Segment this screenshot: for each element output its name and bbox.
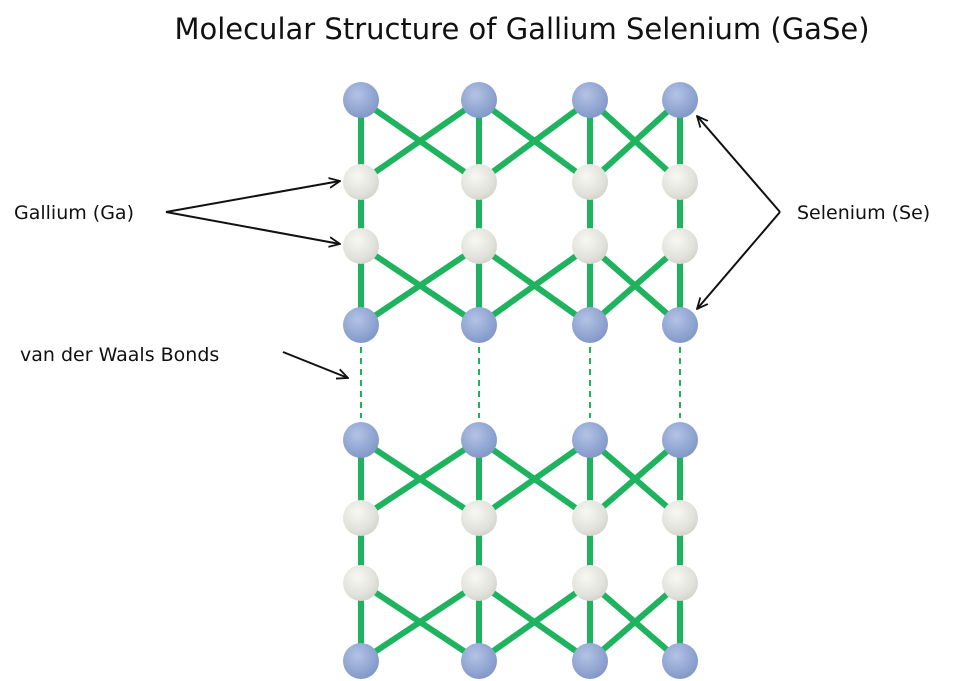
gallium-atom (343, 228, 379, 264)
selenium-arrow (697, 211, 781, 309)
bond-line (358, 580, 482, 664)
selenium-atom (461, 422, 497, 458)
selenium-atom (343, 82, 379, 118)
gallium-atom (662, 228, 698, 264)
selenium-atom (572, 307, 608, 343)
selenium-atom (343, 307, 379, 343)
page-title: Molecular Structure of Gallium Selenium … (174, 12, 870, 46)
bond-line (358, 97, 482, 185)
gallium-atom (572, 565, 608, 601)
bond-group (358, 97, 683, 664)
selenium-atom (343, 422, 379, 458)
atom-group (343, 82, 698, 679)
selenium-label: Selenium (Se) (797, 202, 931, 224)
selenium-atom (572, 422, 608, 458)
gallium-atom (461, 565, 497, 601)
bond-line (587, 580, 683, 664)
arrow-group (165, 116, 781, 378)
selenium-atom (662, 82, 698, 118)
selenium-atom (662, 307, 698, 343)
selenium-atom (461, 643, 497, 679)
bond-line (358, 243, 482, 328)
bond-line (358, 437, 482, 521)
selenium-atom (662, 422, 698, 458)
selenium-atom (343, 643, 379, 679)
gallium-atom (343, 500, 379, 536)
gallium-atom (572, 164, 608, 200)
selenium-atom (662, 643, 698, 679)
selenium-atom (572, 643, 608, 679)
gallium-arrow (165, 181, 340, 213)
selenium-arrow (697, 116, 781, 213)
bond-line (476, 580, 593, 664)
bond-line (587, 243, 683, 328)
gallium-atom (343, 565, 379, 601)
van-der-waals-arrow (282, 351, 348, 378)
bond-line (587, 437, 683, 521)
gallium-atom (572, 500, 608, 536)
bond-line (476, 243, 593, 328)
van-der-waals-bond-group (360, 347, 681, 418)
selenium-atom (461, 82, 497, 118)
gallium-atom (662, 500, 698, 536)
gallium-arrow (165, 211, 340, 244)
van-der-waals-label: van der Waals Bonds (20, 344, 220, 366)
selenium-atom (572, 82, 608, 118)
gallium-label: Gallium (Ga) (14, 202, 134, 224)
gallium-atom (662, 164, 698, 200)
gallium-atom (461, 500, 497, 536)
gallium-atom (461, 164, 497, 200)
selenium-atom (461, 307, 497, 343)
bond-line (476, 437, 593, 521)
gallium-atom (662, 565, 698, 601)
gallium-atom (572, 228, 608, 264)
gallium-atom (461, 228, 497, 264)
bond-line (587, 97, 683, 185)
bond-line (476, 97, 593, 185)
gallium-atom (343, 164, 379, 200)
